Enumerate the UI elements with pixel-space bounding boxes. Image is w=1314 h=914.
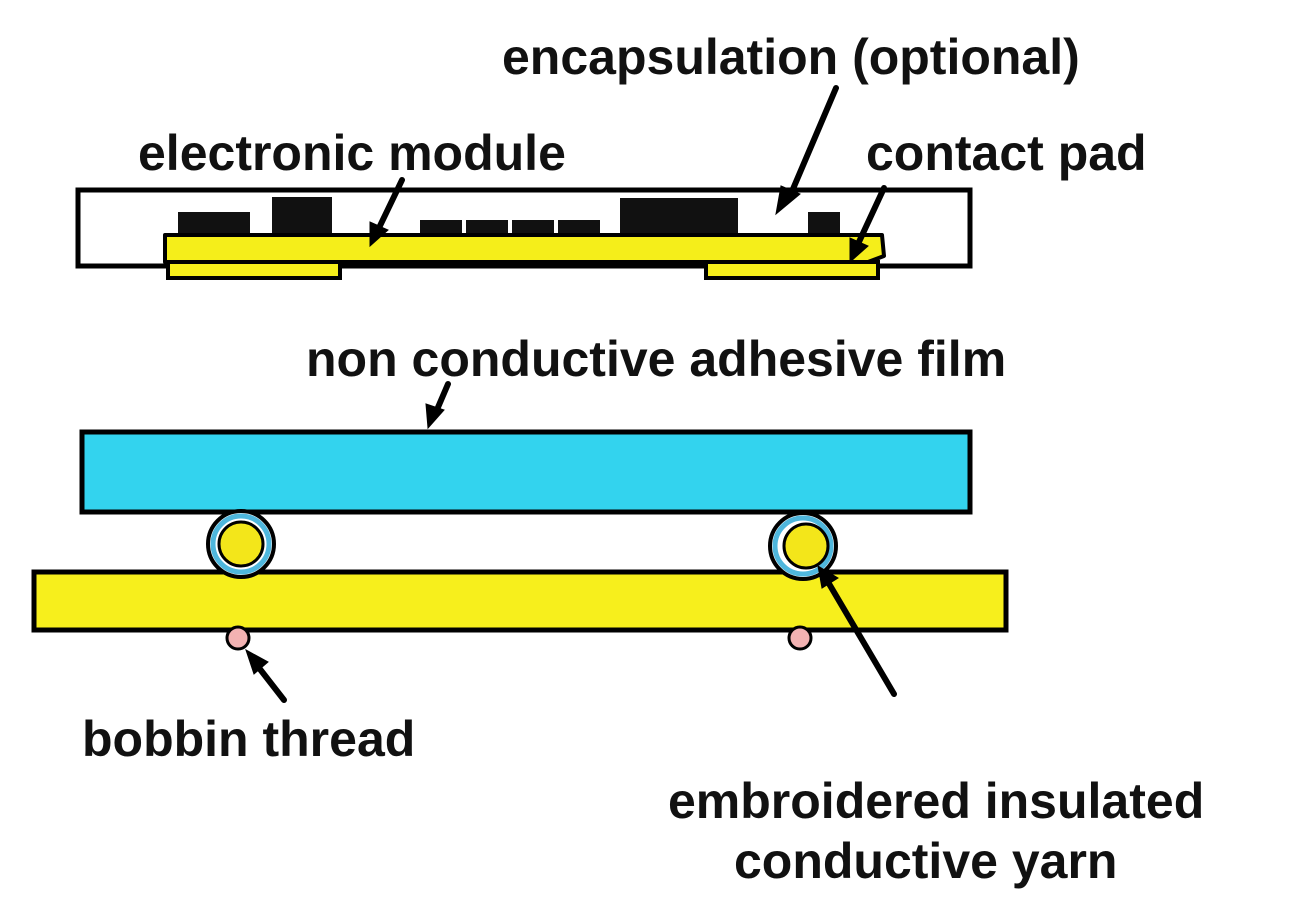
yarn-right [768, 511, 838, 581]
yarn-left [206, 509, 276, 579]
contact-pad-arrowhead [849, 237, 869, 264]
label-yarn-line2: conductive yarn [734, 833, 1117, 889]
encapsulation-leader [787, 85, 839, 199]
fabric-substrate [31, 569, 1009, 633]
label-electronic-module: electronic module [138, 125, 566, 181]
adhesive-film [79, 429, 973, 515]
bobbin-arrowhead [245, 648, 269, 675]
bobbin-leader [253, 661, 287, 703]
encapsulation-arrowhead [775, 185, 801, 216]
contact-pad-left [166, 260, 342, 280]
module-leader [375, 177, 405, 233]
component-chip [272, 197, 332, 238]
label-contact-pad: contact pad [866, 125, 1147, 181]
label-adhesive-film: non conductive adhesive film [306, 331, 1006, 387]
component-chip [620, 198, 738, 238]
label-bobbin-thread: bobbin thread [82, 711, 415, 767]
label-yarn-line1: embroidered insulated [668, 773, 1204, 829]
contact-pad-leader [855, 185, 887, 247]
adhesive-film-arrowhead [425, 403, 445, 430]
bobbin-thread-right [787, 625, 813, 651]
adhesive-film-leader [433, 381, 451, 415]
yarn-leader [825, 579, 897, 697]
bobbin-thread-left [225, 625, 251, 651]
label-encapsulation: encapsulation (optional) [502, 29, 1080, 85]
yarn-arrowhead [817, 565, 839, 589]
contact-pad-right [704, 260, 880, 280]
module-arrowhead [369, 221, 389, 248]
module-board [163, 233, 886, 264]
